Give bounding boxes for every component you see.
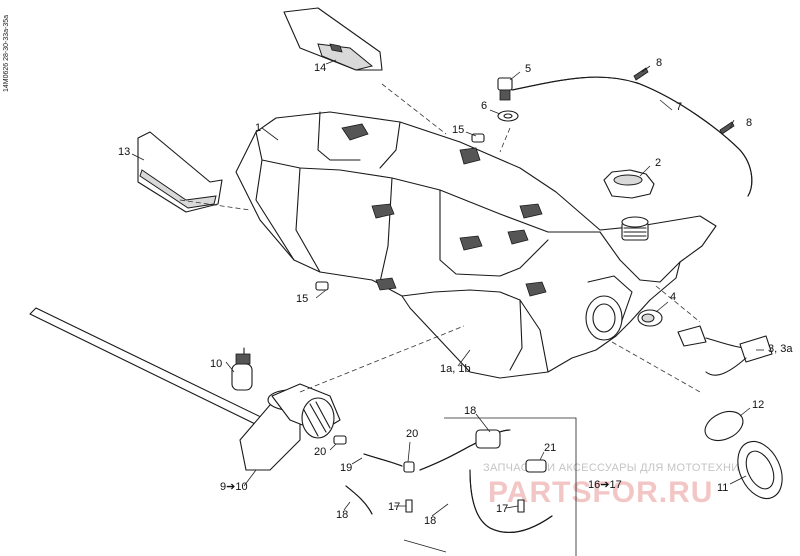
callout-1: 1 xyxy=(255,122,261,134)
callout-10: 10 xyxy=(210,358,222,370)
callout-7: 7 xyxy=(676,101,682,113)
callouts: 1 1a, 1b 2 3, 3a 4 5 6 7 8 8 9➔10 10 11 … xyxy=(118,57,793,527)
part-18-hose-main xyxy=(419,429,553,533)
part-9-pump-assembly xyxy=(29,307,341,471)
part-18-hose-left xyxy=(345,485,373,515)
callout-17-right: 17 xyxy=(496,503,508,515)
part-5-fitting xyxy=(497,77,513,101)
callout-18-bottom: 18 xyxy=(424,515,436,527)
callout-1a-1b: 1a, 1b xyxy=(440,363,471,375)
leader-lines xyxy=(131,59,764,517)
callout-15-top: 15 xyxy=(452,124,464,136)
callout-18-left: 18 xyxy=(336,509,348,521)
watermark-logo: PARTSFOR.RU xyxy=(488,476,713,509)
part-6-washer xyxy=(497,110,519,122)
part-4-plug xyxy=(637,309,663,327)
callout-15-bottom: 15 xyxy=(296,293,308,305)
callout-6: 6 xyxy=(481,100,487,112)
callout-9-10: 9➔10 xyxy=(220,481,248,493)
callout-16-17: 16➔17 xyxy=(588,479,622,491)
drawing-code: 14M0626 28-30-33a-35a xyxy=(3,15,10,92)
callout-20-left: 20 xyxy=(314,446,326,458)
callout-17-left: 17 xyxy=(388,501,400,513)
part-19-hose xyxy=(363,453,403,467)
part-12-oring xyxy=(704,410,744,442)
callout-3-3a: 3, 3a xyxy=(768,343,793,355)
callout-11: 11 xyxy=(717,482,728,494)
part-2-cap xyxy=(603,169,655,199)
part-11-ring xyxy=(737,440,783,500)
callout-14: 14 xyxy=(314,62,326,74)
callout-2: 2 xyxy=(655,157,661,169)
part-7-hose xyxy=(511,76,753,197)
part-14-cover xyxy=(283,7,383,71)
callout-8: 8 xyxy=(656,57,662,69)
callout-19: 19 xyxy=(340,462,352,474)
part-1-fuel-tank xyxy=(235,111,717,379)
part-8-clamps xyxy=(633,67,735,135)
callout-4: 4 xyxy=(670,291,676,303)
callout-12: 12 xyxy=(752,399,764,411)
part-20-fitting-a xyxy=(333,435,347,445)
callout-21: 21 xyxy=(544,442,556,454)
kit-bracket xyxy=(403,417,577,556)
part-10-pump xyxy=(231,347,253,391)
callout-8b: 8 xyxy=(746,117,752,129)
callout-5: 5 xyxy=(525,63,531,75)
callout-18-top: 18 xyxy=(464,405,476,417)
part-20-fitting-b xyxy=(403,461,415,473)
callout-13: 13 xyxy=(118,146,130,158)
part-21-connector xyxy=(525,459,547,473)
callout-20-top: 20 xyxy=(406,428,418,440)
watermark-tagline: ЗАПЧАСТИ И АКСЕССУАРЫ ДЛЯ МОТОТЕХНИКИ xyxy=(483,462,754,474)
part-3-sensor xyxy=(677,325,773,376)
